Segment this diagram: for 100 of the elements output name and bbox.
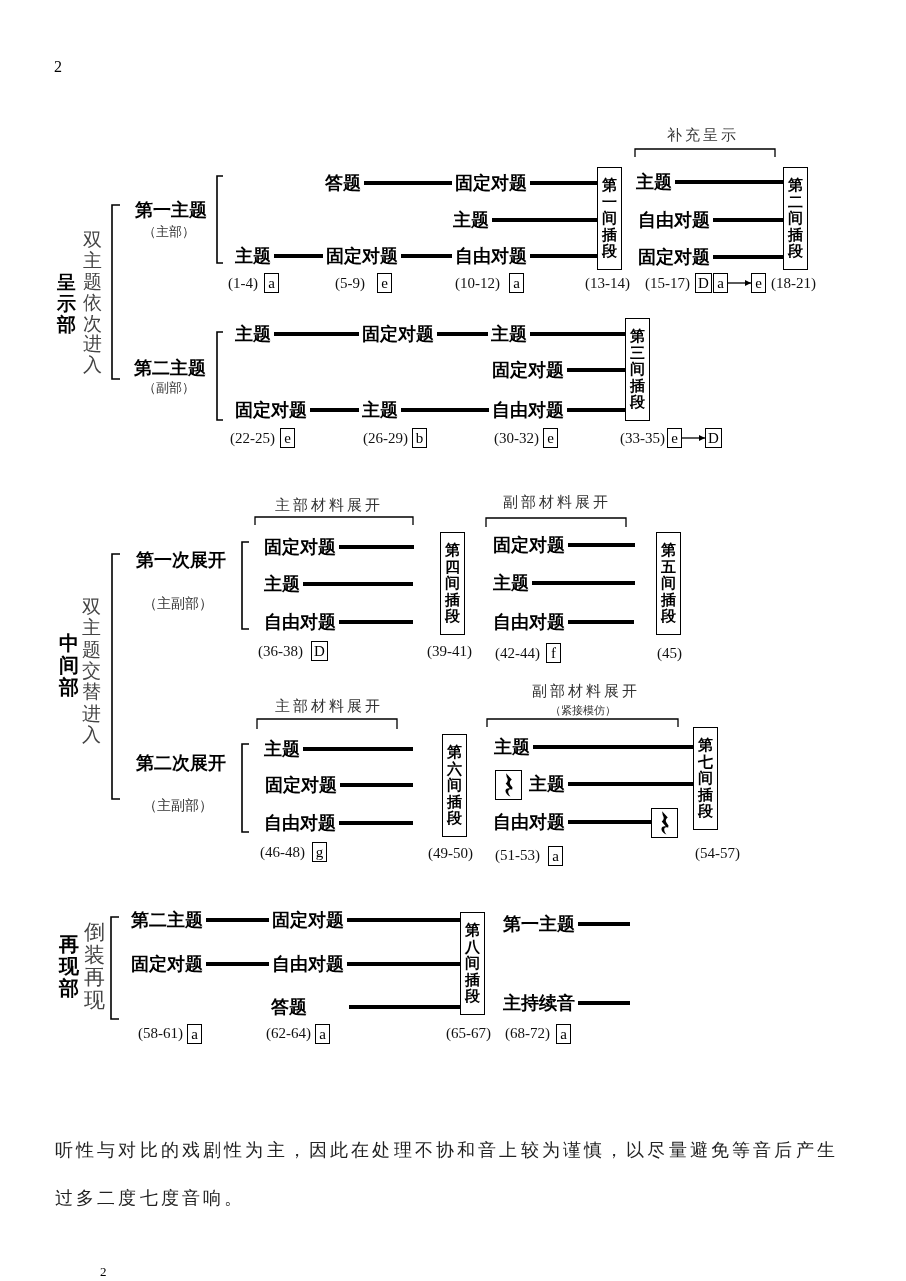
- part-label: 自由对题: [261, 611, 339, 633]
- episode-box: 第二间插段: [783, 167, 808, 270]
- bracket-label: 副部材料展开: [503, 493, 611, 512]
- measure-numbers: (54-57): [695, 844, 740, 863]
- part-label: 第一主题: [500, 913, 578, 935]
- section-description: 双主题依次进入: [83, 229, 102, 376]
- episode-box: 第一间插段: [597, 167, 622, 270]
- part-label: 主题: [450, 209, 492, 231]
- measure-numbers: (13-14): [585, 274, 630, 293]
- episode-box: 第三间插段: [625, 318, 650, 421]
- connector-line: [274, 253, 323, 259]
- part-label: 自由对题: [489, 399, 567, 421]
- connector-line: [530, 331, 625, 337]
- connector-line: [568, 619, 634, 625]
- measure-numbers: (33-35): [620, 429, 665, 448]
- part-label: 自由对题: [452, 245, 530, 267]
- bracket-note: （紧接模仿）: [550, 704, 616, 718]
- part-label: 主题: [261, 573, 303, 595]
- part-label: 主持续音: [500, 992, 578, 1014]
- part-label: 固定对题: [635, 246, 713, 268]
- part-label: 固定对题: [490, 534, 568, 556]
- connector-line: [713, 254, 783, 260]
- part-label: 主题: [490, 572, 532, 594]
- section-title: 呈示部: [57, 272, 76, 335]
- measure-numbers: (18-21): [771, 274, 816, 293]
- connector-line: [568, 781, 693, 787]
- part-label: 固定对题: [232, 399, 310, 421]
- connector-line: [437, 331, 488, 337]
- connector-line: [339, 820, 413, 826]
- part-label: 自由对题: [635, 209, 713, 231]
- bracket-label: 主部材料展开: [275, 496, 383, 515]
- connector-line: [530, 253, 597, 259]
- part-label: 主题: [488, 323, 530, 345]
- key-box: a: [713, 273, 728, 293]
- theme-note: （主部）: [143, 223, 195, 241]
- part-label: 答题: [322, 172, 364, 194]
- connector-line: [401, 253, 452, 259]
- connector-line: [578, 1000, 630, 1006]
- bracket-label: 副部材料展开: [532, 682, 640, 701]
- rest-frame: [495, 770, 522, 800]
- key-box: a: [315, 1024, 330, 1044]
- part-label: 固定对题: [359, 323, 437, 345]
- page-number: 2: [54, 58, 62, 76]
- connector-line: [206, 917, 269, 923]
- key-box: a: [548, 846, 563, 866]
- connector-line: [567, 407, 625, 413]
- connector-line: [567, 367, 625, 373]
- key-box: e: [751, 273, 766, 293]
- connector-line: [401, 407, 489, 413]
- part-label: 主题: [261, 738, 303, 760]
- connector-line: [492, 217, 597, 223]
- measure-numbers: (58-61): [138, 1024, 183, 1043]
- part-label: 固定对题: [262, 774, 340, 796]
- part-label: 固定对题: [128, 953, 206, 975]
- measure-numbers: (45): [657, 644, 682, 663]
- part-label: 主题: [633, 171, 675, 193]
- measure-numbers: (36-38): [258, 642, 303, 661]
- part-label: 自由对题: [490, 811, 568, 833]
- measure-numbers: (22-25): [230, 429, 275, 448]
- key-box: D: [311, 641, 328, 661]
- part-label: 答题: [268, 996, 310, 1018]
- key-box: a: [509, 273, 524, 293]
- measure-numbers: (65-67): [446, 1024, 491, 1043]
- part-label: 第二主题: [128, 909, 206, 931]
- measure-numbers: (30-32): [494, 429, 539, 448]
- part-label: 固定对题: [261, 536, 339, 558]
- key-box: D: [705, 428, 722, 448]
- connector-line: [533, 744, 693, 750]
- key-box: a: [264, 273, 279, 293]
- connector-line: [347, 917, 460, 923]
- key-box: f: [546, 643, 561, 663]
- body-text: 听性与对比的戏剧性为主，因此在处理不协和音上较为谨慎，以尽量避免等音后产生过多二度七度音响。: [55, 1138, 839, 1210]
- theme-label: 第一次展开: [136, 549, 226, 571]
- section-title: 再现部: [59, 933, 79, 999]
- measure-numbers: (42-44): [495, 644, 540, 663]
- part-label: 自由对题: [490, 611, 568, 633]
- connector-line: [349, 1004, 460, 1010]
- connector-line: [206, 961, 269, 967]
- connector-line: [340, 782, 413, 788]
- key-box: e: [377, 273, 392, 293]
- measure-numbers: (46-48): [260, 843, 305, 862]
- part-label: 固定对题: [452, 172, 530, 194]
- page-number: 2: [100, 1263, 107, 1281]
- theme-label: 第一主题: [135, 199, 207, 221]
- measure-numbers: (51-53): [495, 846, 540, 865]
- theme-note: （主副部）: [143, 796, 213, 814]
- connector-line: [364, 180, 452, 186]
- section-description: 倒装再现: [84, 921, 105, 1012]
- connector-line: [339, 619, 413, 625]
- measure-numbers: (10-12): [455, 274, 500, 293]
- key-box: e: [543, 428, 558, 448]
- connector-line: [274, 331, 359, 337]
- part-label: 自由对题: [269, 953, 347, 975]
- measure-numbers: (15-17): [645, 274, 690, 293]
- part-label: 主题: [232, 323, 274, 345]
- theme-label: 第二主题: [134, 357, 206, 379]
- key-box: b: [412, 428, 427, 448]
- bracket-label: 主部材料展开: [275, 697, 383, 716]
- part-label: 主题: [491, 736, 533, 758]
- connector-line: [339, 544, 414, 550]
